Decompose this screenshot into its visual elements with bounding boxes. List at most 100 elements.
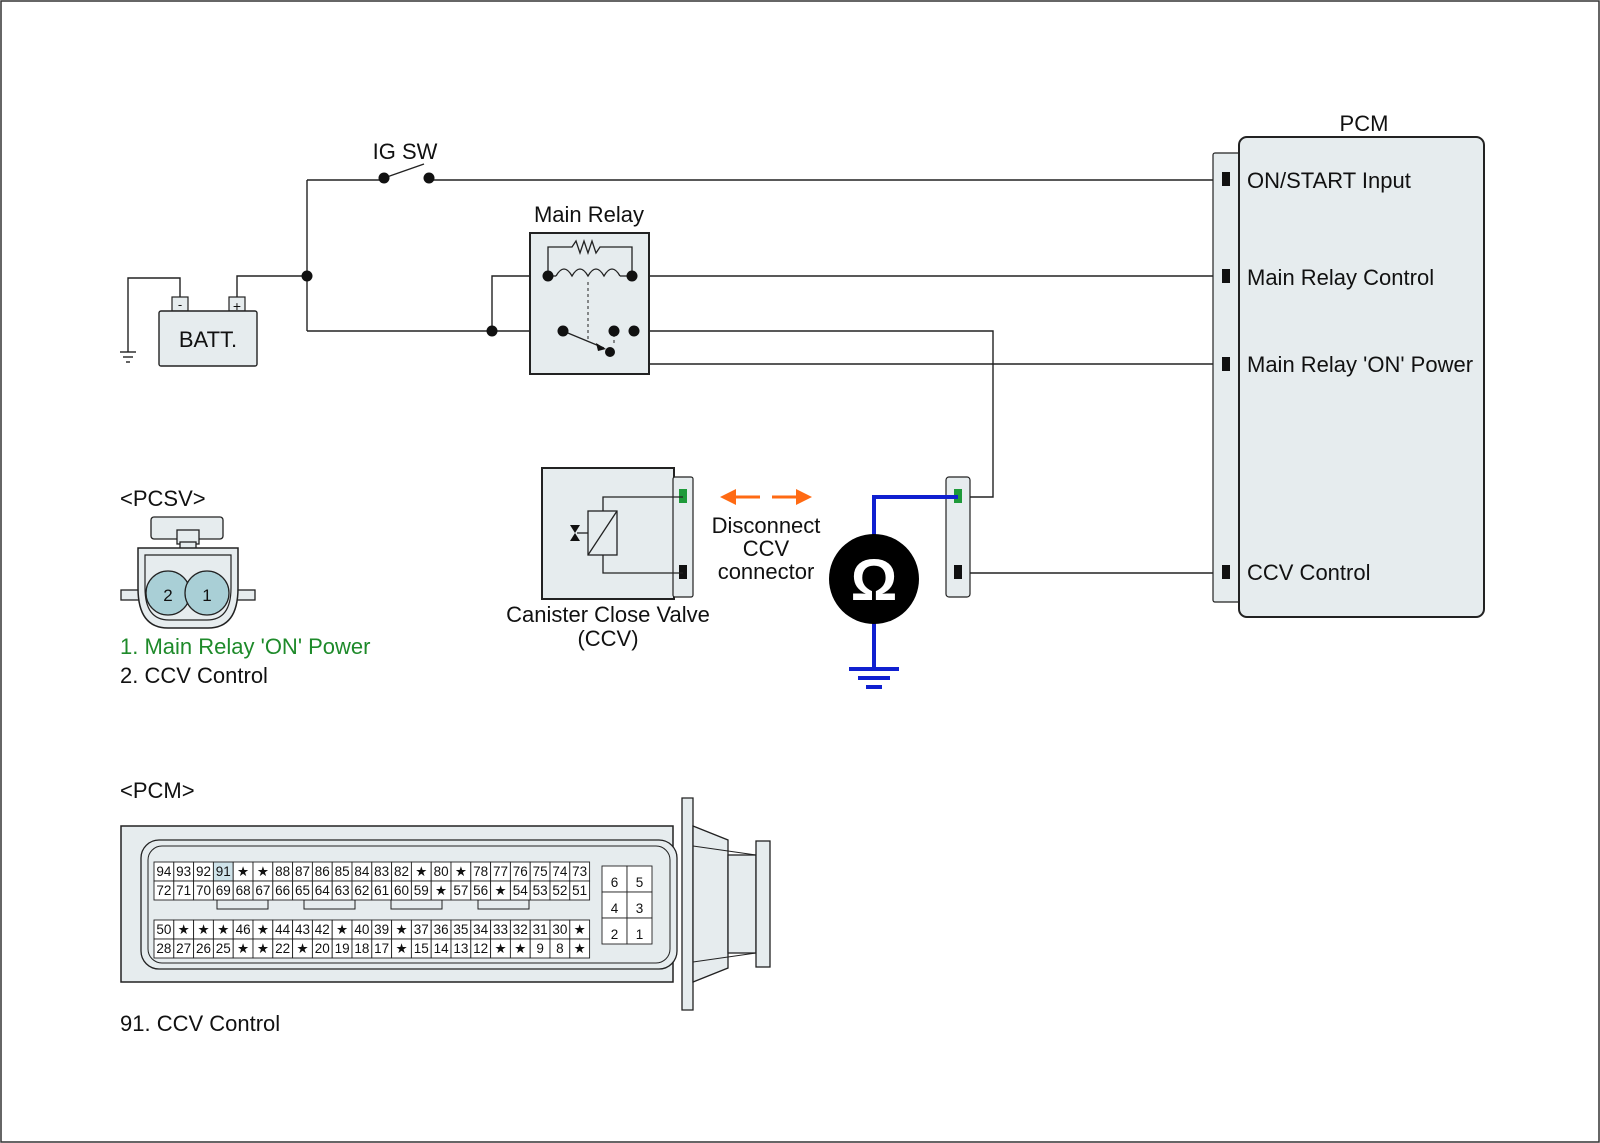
pcsv-pin-2: 2 [163,586,172,605]
pcm-pin: 25 [216,941,231,956]
ccv-abbr-label: (CCV) [577,626,638,651]
pcm-pin: 39 [374,922,389,937]
pcm-pin: 62 [354,883,369,898]
batt-label: BATT. [179,327,237,352]
pcm-pin: 15 [414,941,429,956]
pcm-pin: ★ [336,922,348,937]
pcm-label: PCM [1340,111,1389,136]
pin-cell [601,891,628,919]
pcm-pin: 19 [335,941,350,956]
pcm-pin: 8 [556,941,564,956]
pcm-pin: 14 [434,941,450,956]
pcm-pin: 35 [453,922,468,937]
pcm-pin: ★ [395,941,407,956]
pin-cell [569,938,591,959]
pcm-pin: 56 [473,883,488,898]
pcm-pin: 87 [295,864,310,879]
pcm-terminal-main-relay-control: Main Relay Control [1247,265,1434,290]
pin-cell [601,917,628,945]
pcsv-connector: 2 1 [120,516,256,629]
pcm-pin: 51 [572,883,587,898]
pcm-small-pin: 5 [636,875,644,890]
pcm-pin: 85 [335,864,350,879]
pcsv-pin-1: 1 [202,586,211,605]
pcm-pin: 64 [315,883,331,898]
pcm-pin: 57 [453,883,468,898]
pcm-terminal-ccv-control: CCV Control [1247,560,1370,585]
pcm-module: PCM ON/START Input Main Relay Control Ma… [1212,111,1485,618]
pcm-pin: 54 [513,883,529,898]
pcm-pin: 93 [176,864,191,879]
pcm-small-pin: 6 [611,875,619,890]
pcm-pin: 43 [295,922,310,937]
pcm-pin: ★ [257,922,269,937]
pcm-pin: ★ [494,941,506,956]
pcm-pin: 76 [513,864,528,879]
pcm-pin: 72 [156,883,171,898]
pcsv-legend-1: 1. Main Relay 'ON' Power [120,634,371,659]
pcm-pin: 20 [315,941,330,956]
main-relay-label: Main Relay [534,202,644,227]
pcm-pin: 40 [354,922,369,937]
pcm-pin: ★ [574,941,586,956]
pcm-pin: 44 [275,922,291,937]
disconnect-label-2: CCV [743,536,790,561]
ccv-valve: Canister Close Valve (CCV) [506,467,710,651]
pcm-pin: 28 [156,941,171,956]
pcm-pin: 61 [374,883,389,898]
pcm-connector-legend: 91. CCV Control [120,1011,280,1036]
pcm-pin: 30 [552,922,567,937]
pcm-pin: 80 [434,864,449,879]
pcm-pin: ★ [415,864,427,879]
pcm-pin: 66 [275,883,290,898]
pcm-pin: ★ [257,941,269,956]
pcm-pin: 37 [414,922,429,937]
pcm-pin: 86 [315,864,330,879]
pcm-pin: 34 [473,922,489,937]
pcm-pin: ★ [257,864,269,879]
disconnect-arrows [720,489,812,505]
junction-dots [301,172,498,337]
pcm-small-pin: 2 [611,927,619,942]
pcm-pin: 33 [493,922,508,937]
pcm-small-pin: 1 [636,927,644,942]
pcm-pin: 75 [533,864,548,879]
ohm-symbol: Ω [851,548,898,613]
pcm-pin: ★ [237,864,249,879]
pcm-pin: 84 [354,864,370,879]
pcm-pin: 82 [394,864,409,879]
pin-cell [626,865,653,893]
pcm-pin: 13 [453,941,468,956]
pcm-pin: 17 [374,941,389,956]
ground-symbol [120,351,136,363]
pcm-pin: 68 [236,883,251,898]
pcm-pin: ★ [237,941,249,956]
pin-cell [569,880,591,901]
pcm-pin: 52 [552,883,567,898]
pcm-pin: ★ [435,883,447,898]
pcm-pin: ★ [455,864,467,879]
pcm-pin: 91 [216,864,231,879]
pcm-pin: 70 [196,883,211,898]
ground-wire [127,277,181,352]
pcm-pin: 12 [473,941,488,956]
pcsv-header: <PCSV> [120,486,206,511]
pcm-pin: 53 [533,883,548,898]
wires [127,163,1225,574]
pcm-pin: 27 [176,941,191,956]
pcm-pin: 69 [216,883,231,898]
ccv-name-label: Canister Close Valve [506,602,710,627]
main-relay: Main Relay [529,202,650,375]
pcm-pin: ★ [494,883,506,898]
pcm-pin: 71 [176,883,191,898]
pcm-pin: 22 [275,941,290,956]
pcm-small-pin: 4 [611,901,619,916]
ig-sw-label: IG SW [373,139,438,164]
pcm-pin: ★ [217,922,229,937]
pcm-pin: ★ [514,941,526,956]
pcm-pin: 59 [414,883,429,898]
